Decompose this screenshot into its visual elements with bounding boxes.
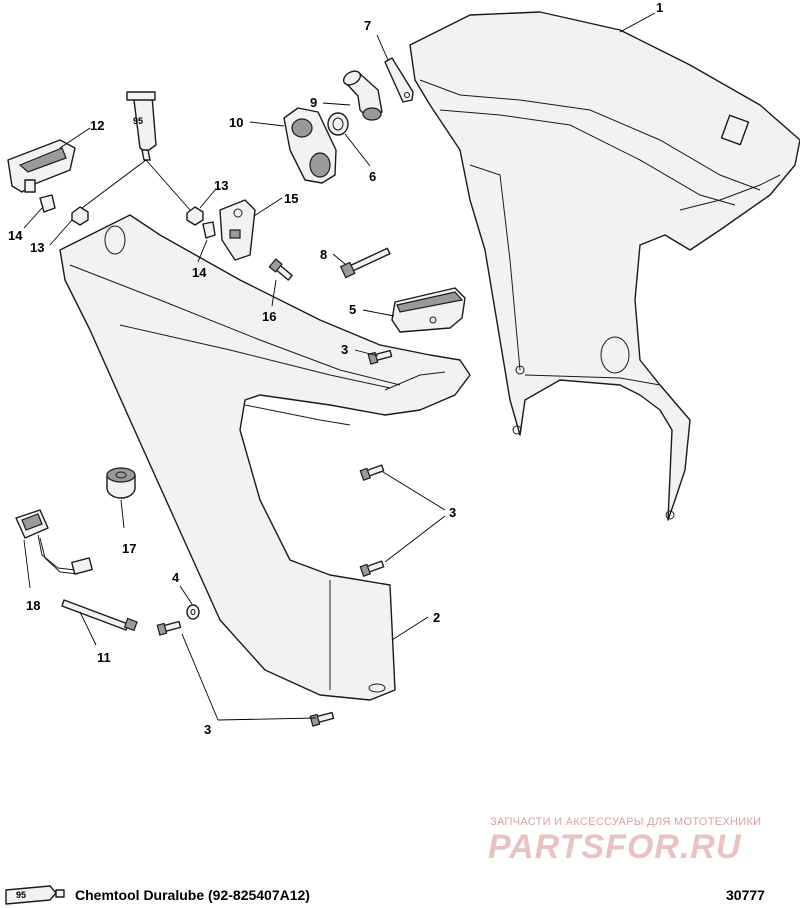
part-18-wire-connector bbox=[15, 509, 93, 575]
lubricant-legend: Chemtool Duralube (92-825407A12) bbox=[75, 887, 310, 903]
callout-9: 9 bbox=[310, 95, 317, 110]
footer-tube-label: 95 bbox=[16, 890, 26, 900]
footer: 95 Chemtool Duralube (92-825407A12) 3077… bbox=[5, 885, 765, 905]
sealant-tube-95: 95 bbox=[126, 91, 157, 161]
callout-8: 8 bbox=[320, 247, 327, 262]
callout-4: 4 bbox=[172, 570, 180, 585]
part-3-screws bbox=[156, 349, 393, 727]
callout-13: 13 bbox=[214, 178, 228, 193]
footer-tube-icon: 95 bbox=[5, 885, 65, 905]
callout-15: 15 bbox=[284, 191, 298, 206]
callout-1: 1 bbox=[656, 0, 663, 15]
callout-13: 13 bbox=[30, 240, 44, 255]
part-16-screw bbox=[268, 258, 293, 281]
callout-12: 12 bbox=[90, 118, 104, 133]
callout-16: 16 bbox=[262, 309, 276, 324]
part-5-cover bbox=[391, 287, 466, 333]
watermark-site: PARTSFOR.RU bbox=[488, 828, 742, 866]
part-10-seal-plate bbox=[283, 107, 337, 184]
callout-3: 3 bbox=[449, 505, 456, 520]
part-15-latch-plate bbox=[219, 199, 256, 261]
callout-3: 3 bbox=[341, 342, 348, 357]
part-4-washer bbox=[186, 604, 200, 620]
part-2-cowl-left bbox=[59, 214, 471, 701]
part-7-bracket bbox=[384, 57, 414, 103]
watermark-tagline: ЗАПЧАСТИ И АКСЕССУАРЫ ДЛЯ МОТОТЕХНИКИ bbox=[490, 816, 761, 828]
callout-14: 14 bbox=[8, 228, 23, 243]
callout-5: 5 bbox=[349, 302, 356, 317]
part-17-grommet-plug bbox=[106, 467, 136, 499]
part-6-grommet bbox=[327, 112, 349, 136]
callout-3: 3 bbox=[204, 722, 211, 737]
part-8-bolt bbox=[339, 247, 391, 279]
callout-7: 7 bbox=[364, 18, 371, 33]
callout-10: 10 bbox=[229, 115, 243, 130]
part-13-nuts bbox=[71, 206, 204, 226]
part-9-elbow-fitting bbox=[342, 70, 383, 121]
callout-11: 11 bbox=[97, 650, 111, 665]
part-14-clips bbox=[39, 194, 216, 239]
callout-14: 14 bbox=[192, 265, 207, 280]
callout-2: 2 bbox=[433, 610, 440, 625]
tube-label: 95 bbox=[133, 116, 143, 126]
callout-17: 17 bbox=[122, 541, 136, 556]
diagram-number: 30777 bbox=[726, 887, 765, 903]
part-12-handle bbox=[7, 139, 76, 193]
callout-18: 18 bbox=[26, 598, 40, 613]
part-1-cowl-right bbox=[409, 11, 800, 521]
callout-6: 6 bbox=[369, 169, 376, 184]
part-11-cable-tie bbox=[61, 599, 138, 632]
watermark: ЗАПЧАСТИ И АКСЕССУАРЫ ДЛЯ МОТОТЕХНИКИ PA… bbox=[488, 816, 761, 866]
leader-lines bbox=[23, 12, 656, 721]
callout-numbers: 1 2 3 3 3 4 5 6 7 8 9 10 11 12 13 13 14 … bbox=[8, 0, 663, 737]
